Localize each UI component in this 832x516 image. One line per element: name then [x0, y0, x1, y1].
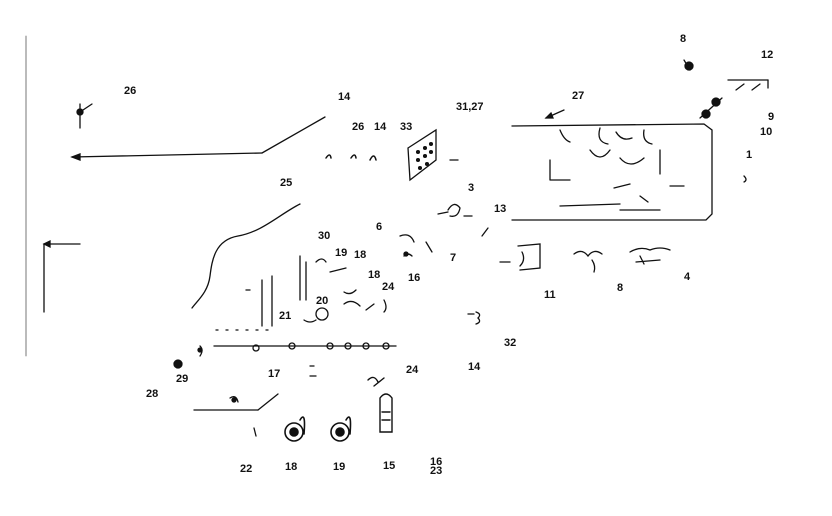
callout-label-top: 16	[430, 456, 443, 468]
control-knob-part	[284, 416, 306, 442]
callout-label: 32	[504, 337, 517, 349]
coil-part	[573, 247, 671, 273]
callout-label: 33	[400, 121, 413, 133]
callout-label: 6	[376, 221, 383, 233]
antenna-rod-part	[70, 116, 326, 161]
lever-part	[437, 203, 489, 237]
bracket-clip-part	[499, 243, 541, 271]
switch-part	[399, 234, 433, 257]
panel-bracket-part	[193, 393, 279, 411]
callout-label: 1	[746, 149, 753, 161]
callout-label: 18	[354, 249, 367, 261]
bracket-part	[42, 239, 81, 313]
pin-part	[76, 103, 93, 129]
callout-label: 20	[316, 295, 329, 307]
washer-part	[309, 365, 317, 377]
callout-label: 14	[374, 121, 387, 133]
callout-label: 10	[760, 126, 773, 138]
callout-label: 24	[382, 281, 395, 293]
callout-label: 13	[494, 203, 507, 215]
callout-label: 15	[383, 460, 396, 472]
callout-label-stacked: 16 23	[430, 456, 443, 477]
spring-part	[743, 175, 747, 183]
callout-label: 14	[468, 361, 481, 373]
knob-part	[173, 345, 203, 369]
cord-part	[191, 203, 301, 309]
callout-label: 11	[544, 289, 556, 301]
screw-part	[683, 59, 694, 71]
callout-label: 30	[318, 230, 331, 242]
callout-label: 9	[768, 111, 775, 123]
callout-label: 27	[572, 90, 585, 102]
callout-label: 18	[285, 461, 298, 473]
callout-label: 3	[468, 182, 475, 194]
clip-part	[727, 79, 769, 91]
callout-label: 19	[333, 461, 346, 473]
callout-label: 8	[617, 282, 624, 294]
callout-label: 26	[352, 121, 365, 133]
callout-label: 19	[335, 247, 348, 259]
small-parts-cluster	[303, 258, 481, 325]
callout-label: 18	[368, 269, 381, 281]
callout-label: 8	[680, 33, 687, 45]
knob-set-part	[325, 154, 377, 161]
callout-label: 7	[450, 252, 457, 264]
pin-small-part	[253, 427, 257, 437]
callout-label: 28	[146, 388, 159, 400]
callout-label: 24	[406, 364, 419, 376]
callout-label: 26	[124, 85, 137, 97]
tube-socket-part	[245, 255, 307, 327]
callout-label: 29	[176, 373, 189, 385]
vacuum-tube-part	[367, 376, 393, 433]
callout-label: 22	[240, 463, 253, 475]
tube-row-part	[213, 329, 397, 352]
callout-label: 14	[338, 91, 351, 103]
chassis-board-part	[511, 109, 713, 221]
callout-label: 12	[761, 49, 774, 61]
callout-label-bottom: 23	[430, 465, 443, 477]
callout-label: 21	[279, 310, 292, 322]
callout-label: 4	[684, 271, 691, 283]
callout-label: 16	[408, 272, 421, 284]
speaker-grille-part	[407, 128, 459, 182]
control-knob-part-2	[330, 416, 352, 442]
callout-label: 25	[280, 177, 293, 189]
nut-part	[699, 97, 723, 119]
callout-label: 31,27	[456, 101, 484, 113]
callout-label: 17	[268, 368, 281, 380]
